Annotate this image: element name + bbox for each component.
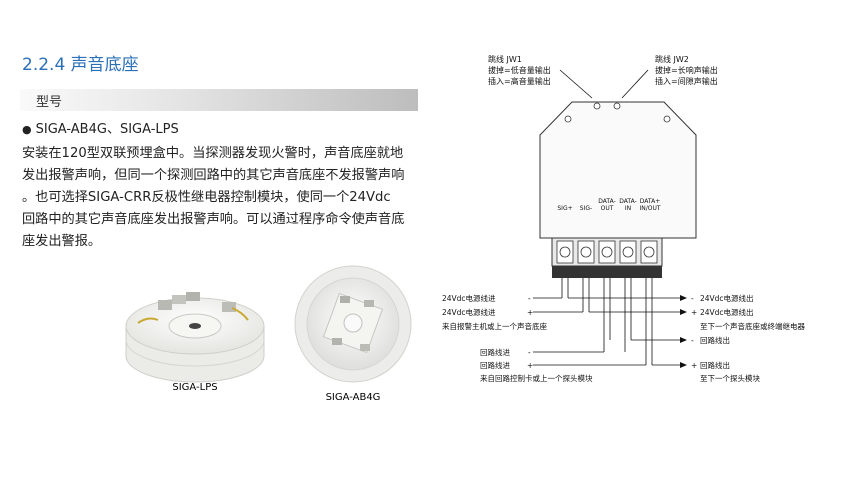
right-to-next-probe-label: 至下一个探头模块 [700, 373, 760, 383]
section-bar-label: 型号 [36, 95, 63, 110]
left-power-in-plus-label: 24Vdc电源线进 [442, 307, 496, 317]
left-from-loop-label: 来自回路控制卡或上一个探头模块 [480, 373, 593, 383]
description-paragraph: 安装在120型双联预埋盒中。当探测器发现火警时，声音底座就地 发出报警声响，但同… [22, 143, 422, 253]
left-loop-in-plus-label: 回路线进 [480, 360, 510, 370]
terminal-data-in-label-a: DATA- [619, 198, 637, 205]
right-power-out-plus-label: 24Vdc电源线出 [700, 307, 754, 317]
right-loop-out-plus-sign: + [691, 361, 697, 370]
jw2-title: 跳线 JW2 [655, 54, 689, 64]
description-line: 座发出警报。 [22, 234, 102, 249]
terminal-sig-minus-label: SIG- [580, 205, 592, 212]
terminal-data-in-label-b: IN [625, 205, 631, 212]
siga-ab4g-photo: SIGA-AB4G [294, 265, 412, 403]
siga-lps-photo: SIGA-LPS [125, 292, 265, 393]
description-line: 回路中的其它声音底座发出报警声响。可以通过程序命令使声音底 [22, 212, 405, 227]
terminal-data-inout-label-a: DATA+ [640, 198, 660, 205]
right-loop-out-plus-label: 回路线出 [700, 360, 730, 370]
description-line: 发出报警声响，但同一个探测回路中的其它声音底座不发报警声响 [22, 168, 405, 183]
description-line: 。也可选择SIGA-CRR反极性继电器控制模块，使同一个24Vdc [22, 190, 391, 205]
terminal-sig-plus-label: SIG+ [557, 205, 572, 212]
left-power-in-plus-sign: + [527, 308, 533, 317]
right-power-out-minus-sign: - [691, 294, 694, 303]
terminal-data-out-label-b: OUT [601, 205, 614, 212]
left-loop-in-minus-label: 回路线进 [480, 347, 510, 357]
bullet-icon: ● [22, 123, 32, 136]
right-to-next-label: 至下一个声音底座或终端继电器 [700, 321, 805, 331]
right-loop-out-minus-sign: - [691, 336, 694, 345]
jw2-line2: 插入=间隙声输出 [655, 76, 718, 86]
wiring-diagram: 跳线 JW1 拔掉=低音量输出 插入=高音量输出 跳线 JW2 拔掉=长响声输出… [442, 54, 805, 383]
left-loop-in-minus-sign: - [528, 348, 531, 357]
right-power-out-plus-sign: + [691, 308, 697, 317]
left-from-panel-label: 来自报警主机或上一个声音底座 [442, 321, 547, 331]
left-loop-in-plus-sign: + [527, 361, 533, 370]
terminal-data-inout-label-b: IN/OUT [639, 205, 660, 212]
right-power-out-minus-label: 24Vdc电源线出 [700, 293, 754, 303]
terminal-data-out-label-a: DATA- [598, 198, 616, 205]
right-loop-out-minus-label: 回路线出 [700, 335, 730, 345]
description-line: 安装在120型双联预埋盒中。当探测器发现火警时，声音底座就地 [22, 146, 404, 161]
jw1-line2: 插入=高音量输出 [488, 76, 551, 86]
model-names: SIGA-AB4G、SIGA-LPS [35, 122, 179, 137]
section-header-bar [20, 89, 418, 111]
section-title: 2.2.4 声音底座 [22, 55, 139, 75]
left-power-in-minus-label: 24Vdc电源线进 [442, 293, 496, 303]
siga-lps-caption: SIGA-LPS [172, 382, 217, 393]
siga-ab4g-caption: SIGA-AB4G [326, 392, 381, 403]
left-power-in-minus-sign: - [528, 294, 531, 303]
jw2-line1: 拔掉=长响声输出 [655, 65, 718, 75]
jw1-line1: 拔掉=低音量输出 [488, 65, 551, 75]
model-list: ●SIGA-AB4G、SIGA-LPS [22, 118, 179, 137]
jw1-title: 跳线 JW1 [488, 54, 522, 64]
